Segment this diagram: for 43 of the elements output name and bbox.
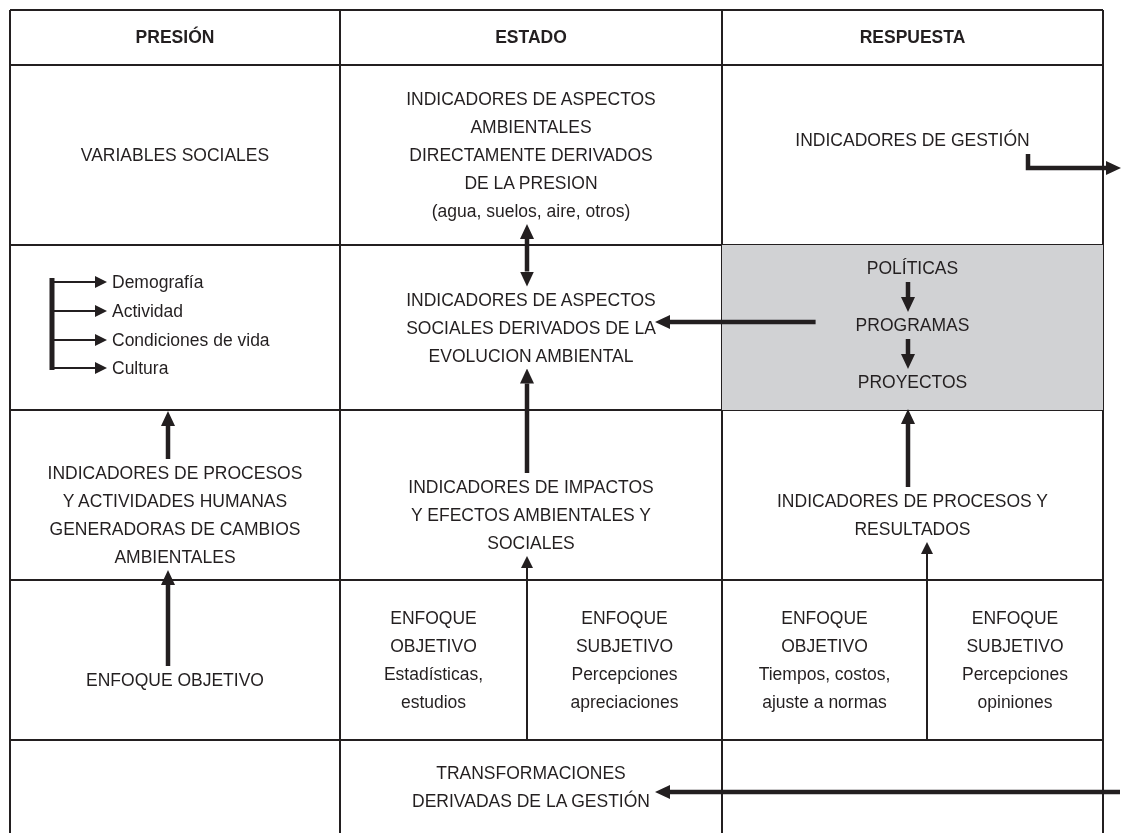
arrow <box>901 339 915 369</box>
indicator-text: INDICADORES DE IMPACTOS Y EFECTOS AMBIENTALES Y SOCIALES <box>406 473 656 557</box>
cell-heading: ENFOQUE SUBJETIVO <box>574 607 675 658</box>
arrow <box>51 276 107 288</box>
indicator-text: TRANSFORMACIONES DERIVADAS DE LA GESTIÓN <box>406 758 656 815</box>
indicator-text: PROYECTOS <box>857 368 968 396</box>
column-header: RESPUESTA <box>859 27 966 48</box>
list-item: Condiciones de vida <box>112 326 270 354</box>
arrow <box>655 785 1120 799</box>
arrow <box>520 224 534 287</box>
cell-heading: ENFOQUE OBJETIVO <box>389 607 478 658</box>
arrow <box>161 570 175 666</box>
arrow <box>901 282 915 312</box>
arrow <box>521 556 533 741</box>
cell-description: Estadísticas, estudios <box>382 663 485 714</box>
indicator-text: ENFOQUE OBJETIVO <box>86 666 264 694</box>
cell-description: Percepciones apreciaciones <box>569 663 680 714</box>
cell-heading: ENFOQUE OBJETIVO <box>780 607 869 658</box>
column-header: PRESIÓN <box>135 27 215 48</box>
cell-description: Percepciones opiniones <box>960 663 1069 714</box>
highlight-panel <box>722 245 1103 410</box>
cell-description: Tiempos, costos, ajuste a normas <box>757 663 892 714</box>
list-item: Demografía <box>112 268 204 296</box>
cell-description: (agua, suelos, aire, otros) <box>430 200 632 223</box>
indicator-text: POLÍTICAS <box>866 254 959 282</box>
indicator-text: PROGRAMAS <box>855 311 970 339</box>
column-header: ESTADO <box>495 27 567 48</box>
list-item: Actividad <box>112 297 183 325</box>
cell-heading: ENFOQUE SUBJETIVO <box>965 607 1065 658</box>
list-item: Cultura <box>112 354 169 382</box>
arrow <box>161 411 175 459</box>
indicator-text: INDICADORES DE ASPECTOS SOCIALES DERIVADOS DE LA EVOLUCION AMBIENTAL <box>406 285 656 370</box>
indicator-text: INDICADORES DE PROCESOS Y RESULTADOS <box>770 487 1055 543</box>
cell-heading: INDICADORES DE ASPECTOS AMBIENTALES DIRECTAMENTE DERIVADOS DE LA PRESION <box>405 88 657 195</box>
indicator-text: INDICADORES DE GESTIÓN <box>795 126 1030 154</box>
arrow <box>51 279 107 374</box>
arrow <box>520 368 534 473</box>
arrow <box>921 542 933 741</box>
arrow <box>1025 154 1121 175</box>
indicator-text: INDICADORES DE PROCESOS Y ACTIVIDADES HUMANAS GENERADORAS DE CAMBIOS AMBIENTALES <box>44 459 306 571</box>
indicator-text: VARIABLES SOCIALES <box>80 141 270 169</box>
arrow <box>901 409 915 487</box>
arrow <box>655 315 816 329</box>
